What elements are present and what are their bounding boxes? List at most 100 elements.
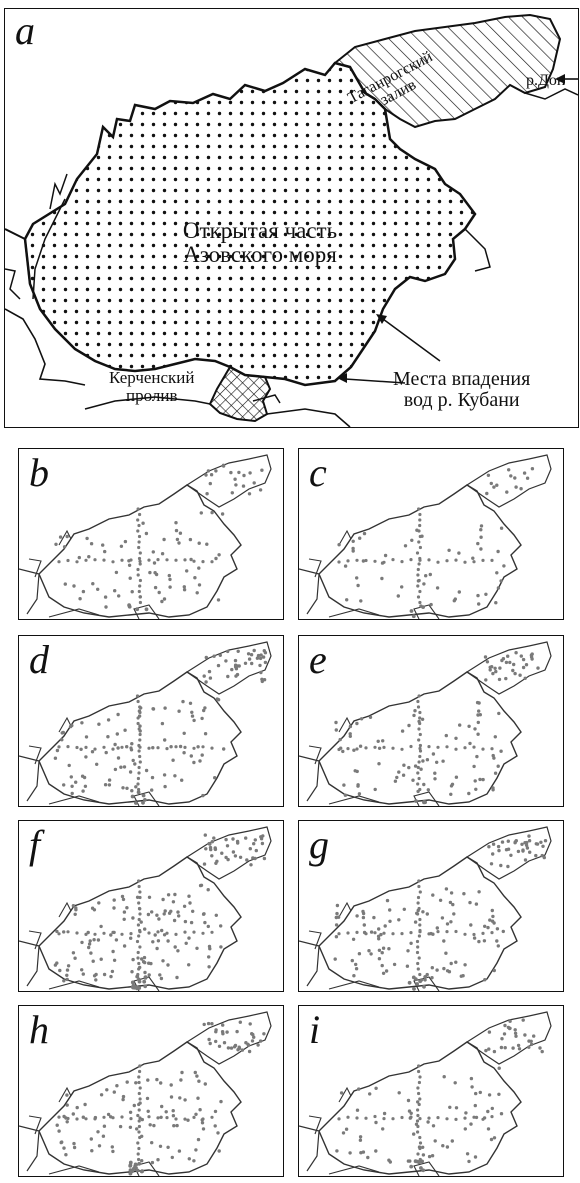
station-dot	[514, 651, 518, 655]
station-dot	[168, 585, 172, 589]
station-dot	[111, 747, 115, 751]
station-dot	[248, 471, 252, 475]
station-dot	[138, 562, 142, 566]
station-dot	[162, 912, 166, 916]
station-dot	[75, 1105, 79, 1110]
station-dot	[381, 971, 386, 975]
station-dot	[204, 473, 208, 477]
panel-letter-f: f	[29, 822, 41, 867]
station-dot	[210, 1115, 214, 1119]
station-dot	[416, 584, 420, 588]
mini-map-h	[19, 1011, 272, 1176]
station-dot	[120, 894, 125, 899]
station-dot	[258, 656, 263, 661]
map-panel-f: f	[18, 820, 284, 992]
station-dot	[65, 977, 69, 982]
station-dot	[418, 721, 422, 726]
station-dot	[417, 738, 421, 742]
station-dot	[527, 1045, 531, 1049]
station-dot	[427, 558, 431, 562]
station-dot	[412, 1132, 416, 1136]
station-dot	[80, 721, 84, 725]
station-dot	[87, 942, 92, 946]
station-dot	[182, 731, 186, 735]
station-dot	[334, 935, 339, 939]
station-dot	[143, 798, 147, 802]
map-panel-d: d	[18, 635, 284, 807]
station-dot	[417, 578, 421, 583]
station-dot	[500, 1037, 504, 1041]
station-dot	[205, 542, 209, 546]
station-dot	[137, 986, 142, 990]
station-dot	[160, 1104, 164, 1109]
station-dot	[259, 653, 263, 657]
station-dots	[54, 463, 264, 612]
station-dot	[251, 856, 255, 860]
station-dot	[422, 782, 426, 787]
station-dot	[192, 746, 196, 750]
station-dot	[138, 724, 142, 728]
station-dot	[62, 1114, 66, 1119]
station-dot	[136, 529, 140, 533]
station-dot	[183, 1098, 187, 1102]
station-dot	[492, 968, 496, 973]
station-dot	[129, 558, 133, 562]
station-dot	[224, 837, 228, 842]
station-dot	[477, 939, 481, 944]
station-dot	[185, 569, 189, 573]
station-dot	[210, 560, 214, 564]
station-dot	[201, 793, 205, 798]
station-dot	[418, 600, 422, 605]
station-dot	[244, 1041, 248, 1045]
station-dot	[210, 930, 214, 934]
map-panel-b: b	[18, 448, 284, 620]
station-dot	[131, 758, 135, 763]
station-dot	[165, 558, 169, 562]
station-dot	[178, 744, 183, 749]
station-dot	[99, 924, 103, 929]
station-dot	[523, 858, 528, 862]
station-dot	[131, 957, 135, 962]
station-dot	[163, 784, 167, 789]
station-dot	[481, 1117, 485, 1121]
station-dot	[490, 931, 494, 935]
station-dot	[400, 560, 404, 564]
station-dot	[488, 668, 492, 672]
station-dot	[224, 855, 228, 860]
station-dot	[468, 900, 472, 905]
station-dot	[125, 745, 129, 749]
station-dot	[454, 747, 458, 751]
station-dot	[93, 932, 97, 936]
station-dot	[252, 1035, 256, 1039]
station-dot	[534, 842, 538, 846]
station-dot	[206, 1021, 211, 1026]
station-dot	[137, 749, 141, 753]
map-panel-g: g	[298, 820, 564, 992]
station-dot	[335, 903, 340, 908]
station-dot	[135, 895, 140, 899]
station-dot	[431, 752, 436, 756]
station-dot	[422, 800, 426, 804]
station-dot	[167, 573, 171, 578]
station-dot	[412, 713, 416, 718]
station-dot	[418, 558, 422, 562]
station-dot	[416, 901, 420, 905]
station-dot	[148, 570, 152, 575]
station-dot	[377, 746, 382, 750]
station-dot	[150, 788, 154, 792]
station-dot	[102, 745, 106, 749]
station-dot	[417, 562, 421, 566]
station-dot	[417, 1160, 421, 1165]
station-dot	[485, 660, 490, 664]
station-dot	[207, 1037, 211, 1042]
station-dot	[66, 745, 70, 749]
station-dot	[66, 964, 71, 968]
station-dot	[161, 959, 165, 963]
station-dot	[449, 961, 453, 966]
station-dot	[417, 1091, 421, 1096]
station-dot	[231, 837, 235, 841]
station-dot	[246, 652, 251, 656]
station-dot	[172, 918, 177, 923]
station-dot	[120, 558, 124, 562]
station-dot	[513, 671, 517, 676]
